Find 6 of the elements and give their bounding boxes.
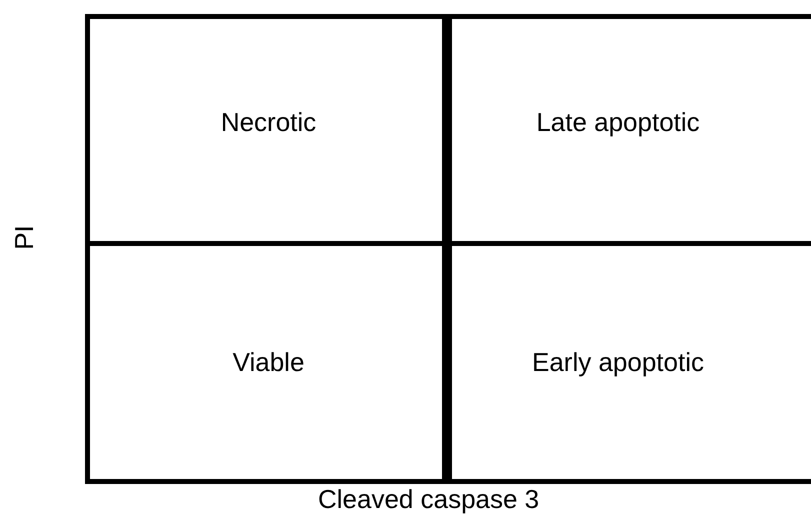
quadrant-label: Late apoptotic (536, 106, 700, 138)
quadrant-label: Viable (232, 347, 304, 378)
quadrant-label: Necrotic (220, 106, 316, 138)
quadrant-label: Early apoptotic (532, 347, 704, 378)
y-axis-label: PI (8, 225, 40, 250)
x-axis-label: Cleaved caspase 3 (318, 484, 540, 515)
